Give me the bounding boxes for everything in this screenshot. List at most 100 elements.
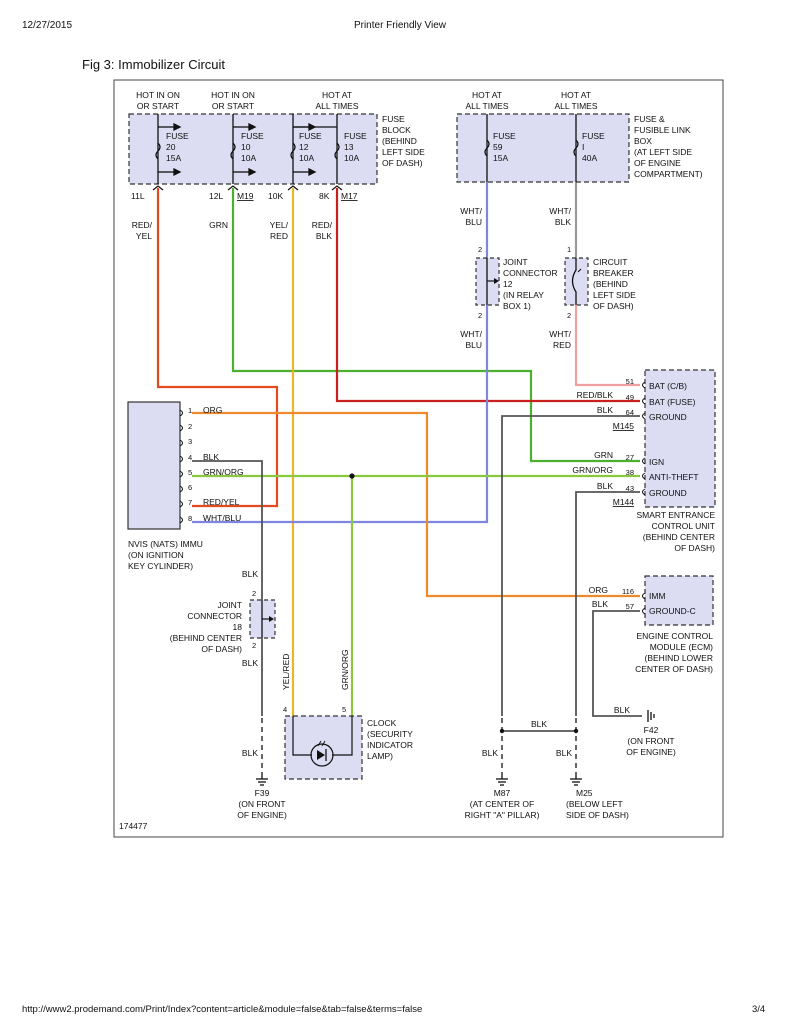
immu-label-line: KEY CYLINDER) bbox=[128, 561, 193, 571]
immu-pin-number: 5 bbox=[188, 468, 192, 477]
sec-pin-number: 49 bbox=[626, 393, 634, 402]
fuse-terminals bbox=[152, 185, 343, 191]
sec-pin-wire: BLK bbox=[597, 405, 613, 415]
breaker-label-line: LEFT SIDE bbox=[593, 290, 636, 300]
sec-pin-name: IGN bbox=[649, 457, 664, 467]
wire-label: RED bbox=[553, 340, 571, 350]
ecm-pin-wire: BLK bbox=[592, 599, 608, 609]
pin-number: 2 bbox=[567, 311, 571, 320]
ground-location: RIGHT "A" PILLAR) bbox=[465, 810, 540, 820]
ecm-pin-wire: ORG bbox=[589, 585, 608, 595]
jc18-label-line: (BEHIND CENTER bbox=[170, 633, 242, 643]
jc12-label-line: 12 bbox=[503, 279, 513, 289]
terminal-label: 12L bbox=[209, 191, 223, 201]
wire-label: WHT/ bbox=[549, 329, 571, 339]
terminal-labels: 11L 12L M19 10K 8K M17 bbox=[131, 191, 358, 201]
sec-pin-number: 27 bbox=[626, 453, 634, 462]
fuse-block-label-line: OF DASH) bbox=[382, 158, 423, 168]
print-date: 12/27/2015 bbox=[22, 20, 73, 31]
ground-wires bbox=[192, 415, 642, 732]
ground-labels: F39 (ON FRONT OF ENGINE) M87 (AT CENTER … bbox=[237, 725, 676, 820]
power-header: ALL TIMES bbox=[316, 101, 359, 111]
sec-pin-number: 38 bbox=[626, 468, 634, 477]
jc18-label-line: 18 bbox=[233, 622, 243, 632]
wire-label: BLK bbox=[242, 569, 258, 579]
ground-location: SIDE OF DASH) bbox=[566, 810, 629, 820]
fuse-label: 59 bbox=[493, 142, 503, 152]
clock-label-line: INDICATOR bbox=[367, 740, 413, 750]
connector-label: M145 bbox=[613, 421, 635, 431]
immu-module bbox=[127, 401, 183, 530]
ground-location: OF ENGINE) bbox=[237, 810, 287, 820]
sec-pin-number: 43 bbox=[626, 484, 634, 493]
fuse-20 bbox=[157, 114, 182, 184]
wire-label: BLK bbox=[316, 231, 332, 241]
fuse-block-label-line: (BEHIND bbox=[382, 136, 417, 146]
immu-pins: 1 2 3 4 5 6 7 8 ORG BLK GRN/ORG RED/YEL … bbox=[188, 405, 244, 523]
joint-connector-18 bbox=[249, 599, 276, 639]
fusible-box-label-line: (AT LEFT SIDE bbox=[634, 147, 692, 157]
fuse-label: 40A bbox=[582, 153, 597, 163]
figure-title: Fig 3: Immobilizer Circuit bbox=[82, 57, 226, 72]
ecm-label-line: ENGINE CONTROL bbox=[636, 631, 713, 641]
terminal-label: 10K bbox=[268, 191, 283, 201]
fuse-label: 15A bbox=[493, 153, 508, 163]
wire-label: RED/ bbox=[312, 220, 333, 230]
terminal-label: 11L bbox=[131, 191, 145, 201]
ground-id: M87 bbox=[494, 788, 511, 798]
power-header: HOT AT bbox=[472, 90, 502, 100]
fuse-label: FUSE bbox=[299, 131, 322, 141]
wire-label: BLK bbox=[482, 748, 498, 758]
wire-label: BLK bbox=[242, 658, 258, 668]
ecm-label: ENGINE CONTROL MODULE (ECM) (BEHIND LOWE… bbox=[635, 631, 713, 674]
dashed-wires bbox=[261, 718, 577, 776]
sec-pin-number: 51 bbox=[626, 377, 634, 386]
fuse-label: FUSE bbox=[241, 131, 264, 141]
jc18-label: JOINT CONNECTOR 18 (BEHIND CENTER OF DAS… bbox=[170, 600, 243, 654]
ground-id: F39 bbox=[255, 788, 270, 798]
breaker-label-line: CIRCUIT bbox=[593, 257, 627, 267]
sec-pin-wire: BLK bbox=[597, 481, 613, 491]
footer-url: http://www2.prodemand.com/Print/Index?co… bbox=[22, 1004, 423, 1015]
jc12-label: JOINT CONNECTOR 12 (IN RELAY BOX 1) bbox=[503, 257, 558, 311]
sec-unit-pins: 51 49 64 27 38 43 RED/BLK BLK GRN GRN/OR… bbox=[572, 377, 698, 507]
breaker-label-line: (BEHIND bbox=[593, 279, 628, 289]
sec-pin-number: 64 bbox=[626, 408, 634, 417]
sec-pin-wire: GRN bbox=[594, 450, 613, 460]
jc18-label-line: JOINT bbox=[217, 600, 242, 610]
pin-number: 5 bbox=[342, 705, 346, 714]
ground-location: (BELOW LEFT bbox=[566, 799, 623, 809]
sec-unit-label-line: CONTROL UNIT bbox=[652, 521, 715, 531]
immu-label-line: (ON IGNITION bbox=[128, 550, 184, 560]
clock-label-line: (SECURITY bbox=[367, 729, 413, 739]
wire-wht-blu bbox=[192, 305, 489, 524]
ecm-pin-number: 116 bbox=[622, 587, 634, 596]
ground-icon-f39 bbox=[256, 776, 268, 786]
jc12-label-line: CONNECTOR bbox=[503, 268, 558, 278]
smart-entrance-control-unit bbox=[642, 369, 716, 508]
connector-label: M144 bbox=[613, 497, 635, 507]
print-view-title: Printer Friendly View bbox=[353, 20, 447, 31]
wire-red-yel bbox=[156, 188, 279, 508]
immu-pin-number: 6 bbox=[188, 483, 192, 492]
fuse-label: 15A bbox=[166, 153, 181, 163]
power-headers: HOT IN ON OR START HOT IN ON OR START HO… bbox=[136, 90, 598, 111]
immu-pin-number: 8 bbox=[188, 514, 192, 523]
wire-label: BLK bbox=[555, 217, 571, 227]
wire-label: BLK bbox=[614, 705, 630, 715]
fuse-label: 10A bbox=[299, 153, 314, 163]
fusible-box-label-line: FUSIBLE LINK bbox=[634, 125, 691, 135]
immu-pin-wire: ORG bbox=[203, 405, 222, 415]
ecm-pin-number: 57 bbox=[626, 602, 634, 611]
figure-id: 174477 bbox=[119, 821, 148, 831]
wire-label: WHT/ bbox=[549, 206, 571, 216]
sec-unit-label: SMART ENTRANCE CONTROL UNIT (BEHIND CENT… bbox=[636, 510, 715, 553]
jc18-label-line: CONNECTOR bbox=[187, 611, 242, 621]
ecm-pin-name: GROUND-C bbox=[649, 606, 696, 616]
wire-org bbox=[192, 411, 640, 598]
jc18-label-line: OF DASH) bbox=[201, 644, 242, 654]
fuse-block-label-line: FUSE bbox=[382, 114, 405, 124]
ecm-label-line: MODULE (ECM) bbox=[650, 642, 713, 652]
fuse-labels: FUSE 20 15A FUSE 10 10A FUSE 12 10A FUSE… bbox=[166, 131, 605, 163]
wire-blk-sec43 bbox=[575, 491, 640, 716]
